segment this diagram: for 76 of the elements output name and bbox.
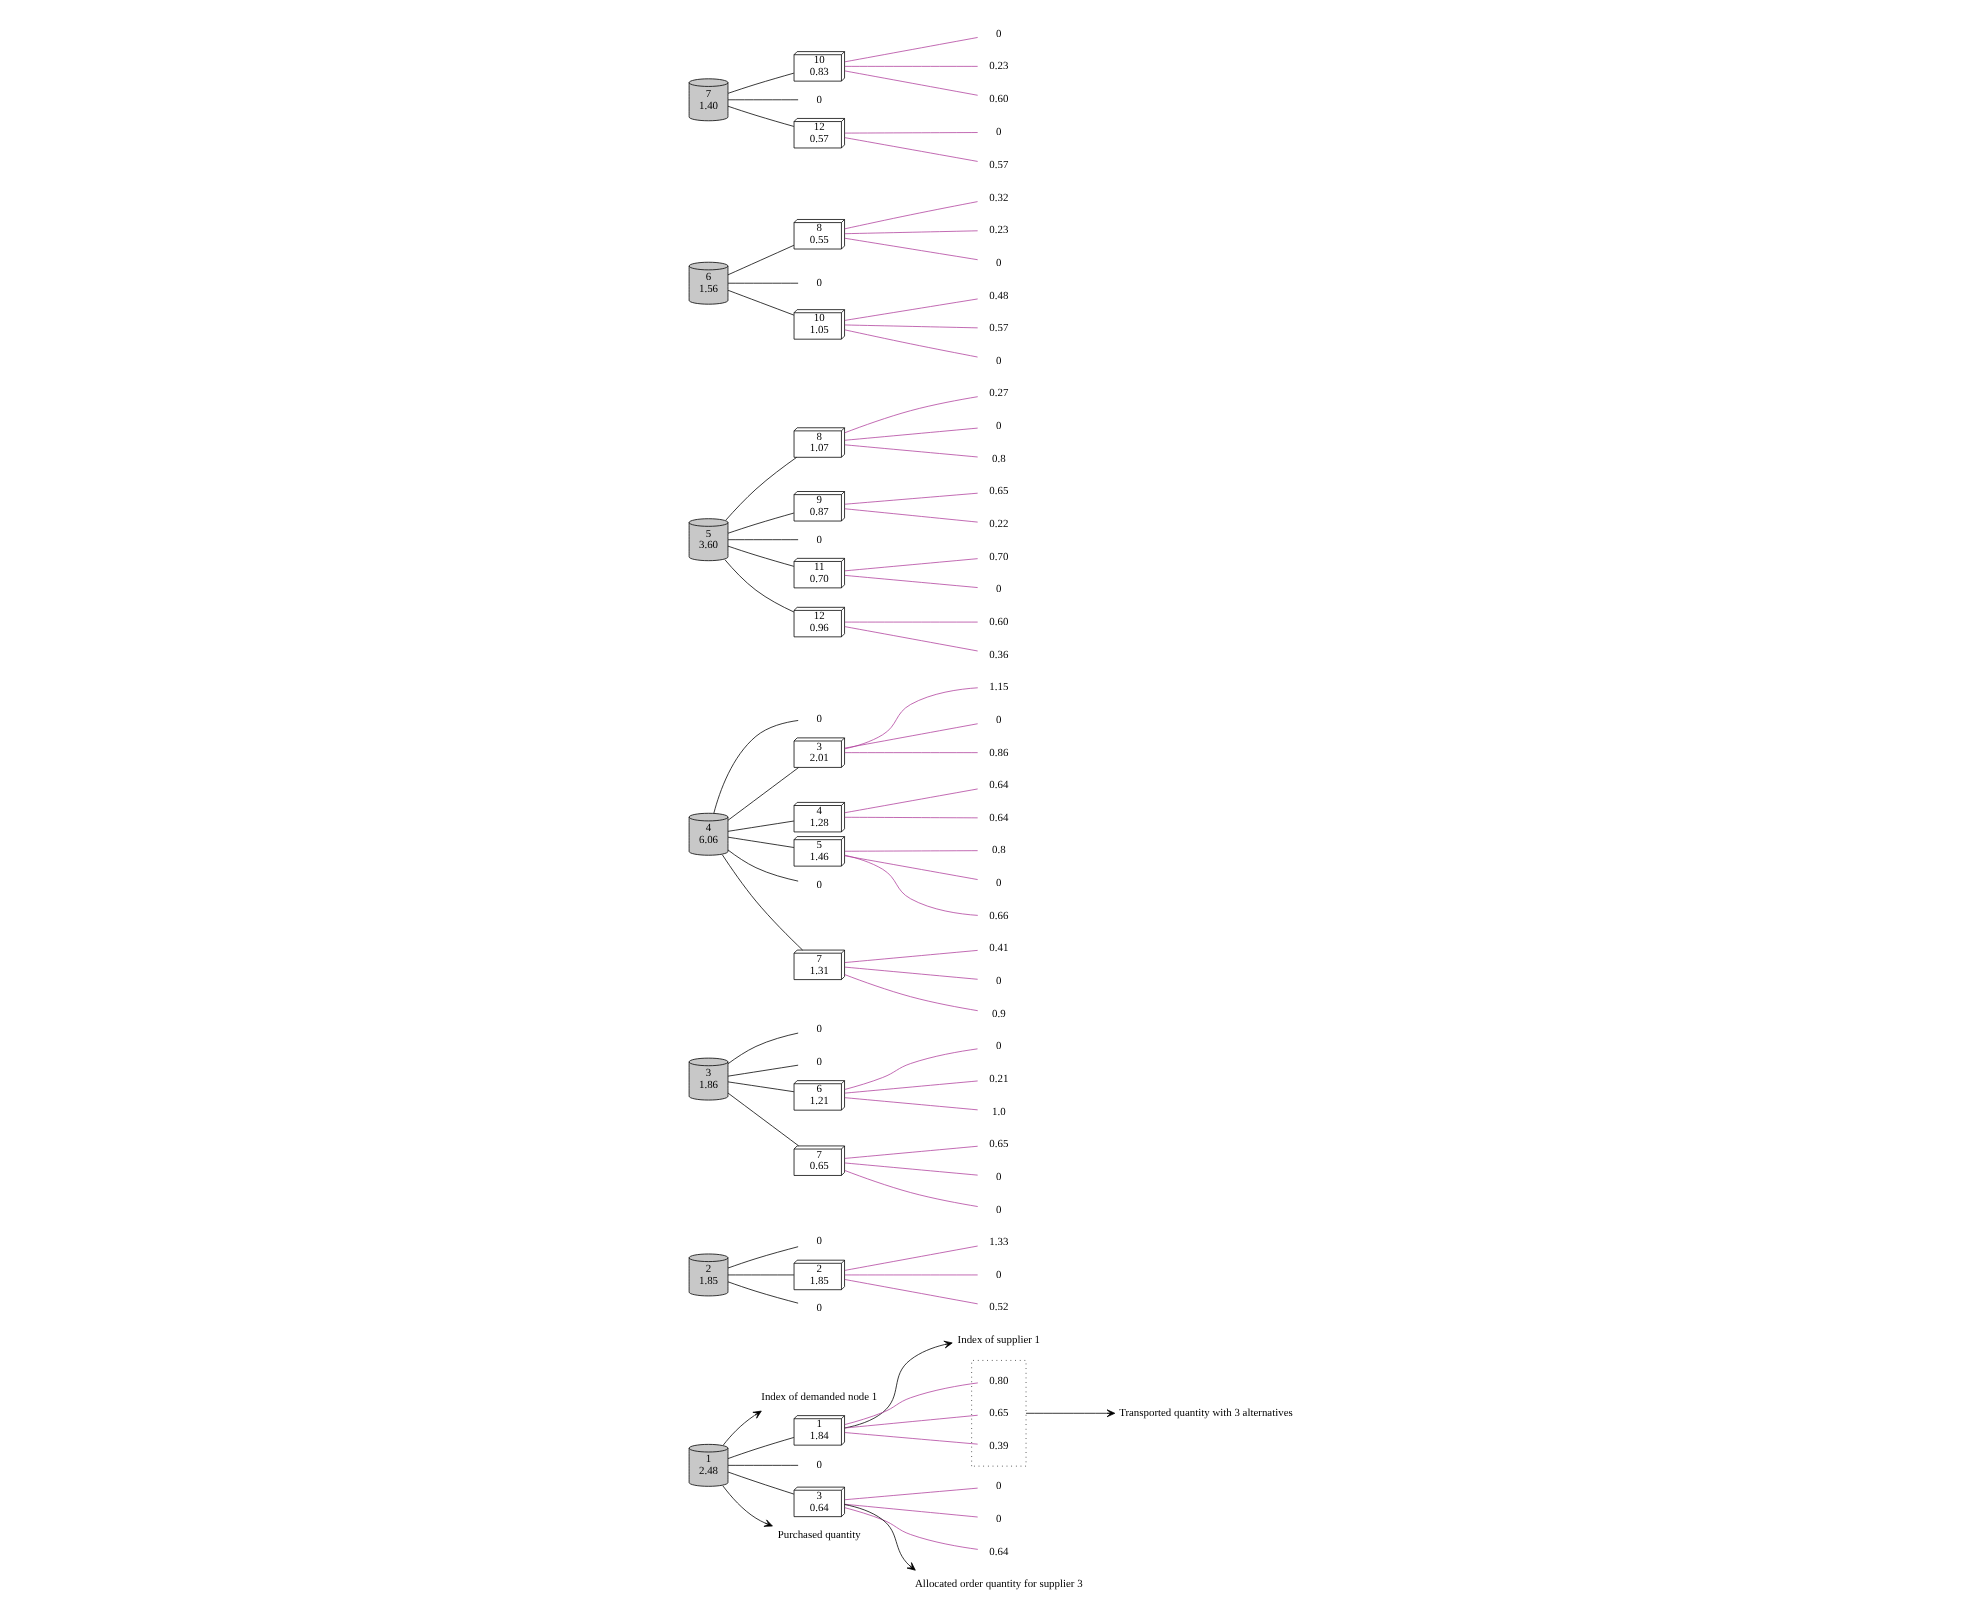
connector [843, 492, 978, 505]
connector [720, 854, 802, 951]
arrow [843, 1340, 952, 1429]
connector [843, 1507, 978, 1550]
connector [726, 1032, 798, 1065]
connector [843, 855, 978, 880]
connector [726, 836, 794, 848]
arrow [1024, 1409, 1115, 1418]
connector [726, 99, 798, 101]
connector [843, 850, 978, 852]
connector [843, 324, 978, 329]
connector [843, 854, 978, 916]
connector [843, 1145, 978, 1159]
connector [843, 626, 978, 652]
connector [843, 558, 978, 572]
arrow [722, 1410, 761, 1446]
connector [726, 539, 798, 541]
connector [843, 396, 978, 434]
connector [726, 1471, 794, 1495]
connector [843, 1414, 978, 1429]
connector [843, 237, 978, 261]
connector [726, 512, 794, 534]
connector [843, 1279, 978, 1305]
connector [726, 1281, 798, 1304]
connector [726, 1081, 794, 1093]
connector [843, 1080, 978, 1094]
connector [726, 820, 794, 832]
connector [843, 1097, 978, 1111]
connector [726, 849, 798, 882]
connector [726, 105, 794, 127]
connector [843, 723, 978, 749]
cluster [970, 1360, 1026, 1467]
connector [843, 230, 978, 235]
connector [843, 950, 978, 963]
connector [843, 298, 978, 321]
connector [843, 66, 978, 67]
connector [843, 1170, 978, 1207]
connector [843, 137, 978, 162]
connector [726, 282, 798, 284]
connector [843, 687, 978, 750]
connector [843, 816, 978, 819]
arrow [721, 1485, 772, 1527]
connector [843, 444, 978, 458]
connector [843, 788, 978, 814]
connector [843, 1245, 978, 1271]
connector [726, 1246, 798, 1269]
connector [843, 37, 978, 63]
connector [843, 1487, 978, 1501]
connector [843, 201, 977, 230]
connector [726, 1092, 798, 1147]
connector [843, 575, 978, 588]
connector [726, 1064, 798, 1077]
connector [843, 427, 978, 441]
connector [843, 508, 978, 523]
connector [843, 974, 978, 1012]
connector [843, 966, 978, 980]
connector [843, 1503, 978, 1518]
connector [843, 70, 978, 96]
connector [726, 72, 794, 94]
connector [843, 1382, 978, 1425]
connector [723, 559, 794, 613]
connector [726, 1464, 798, 1466]
connector [843, 132, 978, 134]
connector [726, 767, 798, 821]
connector [726, 244, 794, 276]
arrow [843, 1504, 915, 1571]
connector [726, 1437, 794, 1459]
connector [726, 545, 794, 567]
connector [843, 329, 977, 358]
connector [724, 456, 796, 521]
connector [712, 720, 798, 814]
connector [843, 1048, 977, 1090]
connector [843, 752, 978, 754]
connector [726, 289, 794, 316]
connector [843, 1432, 978, 1445]
connector [843, 1162, 978, 1176]
